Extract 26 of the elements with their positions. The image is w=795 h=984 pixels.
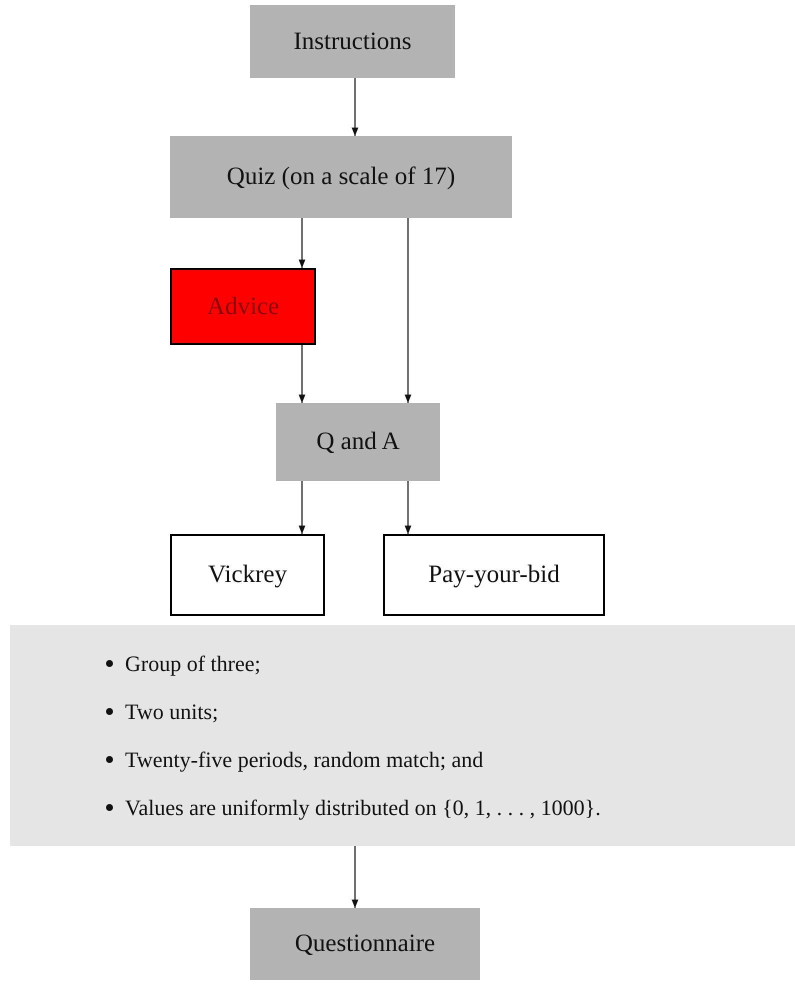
box-label: Instructions bbox=[293, 28, 412, 56]
bullet-item: Two units; bbox=[125, 698, 218, 724]
box-label: Vickrey bbox=[208, 561, 288, 589]
bullet-item: Group of three; bbox=[125, 650, 261, 676]
box-label: Advice bbox=[206, 292, 280, 320]
process-box bbox=[250, 908, 480, 980]
box-label: Pay-your-bid bbox=[428, 561, 560, 589]
arrow bbox=[352, 846, 358, 908]
advice-box bbox=[170, 268, 316, 345]
arrow bbox=[404, 218, 412, 403]
box-label: Quiz (on a scale of 17) bbox=[226, 163, 456, 191]
process-box bbox=[250, 5, 455, 78]
box-label: Questionnaire bbox=[294, 930, 436, 958]
arrow bbox=[298, 345, 306, 403]
process-box bbox=[276, 403, 440, 481]
arrow bbox=[404, 481, 412, 534]
bullet-item: Values are uniformly distributed on {0, 1, . . . , 1000}. bbox=[125, 794, 601, 820]
arrow bbox=[298, 218, 306, 268]
bullet-item: Twenty-five periods, random match; and bbox=[125, 746, 484, 772]
arrow bbox=[298, 481, 306, 534]
process-box bbox=[170, 136, 512, 218]
box-label: Q and A bbox=[316, 428, 400, 456]
treatment-box bbox=[170, 534, 325, 616]
treatment-box bbox=[383, 534, 605, 616]
arrow bbox=[352, 78, 358, 136]
info-panel bbox=[10, 625, 795, 846]
